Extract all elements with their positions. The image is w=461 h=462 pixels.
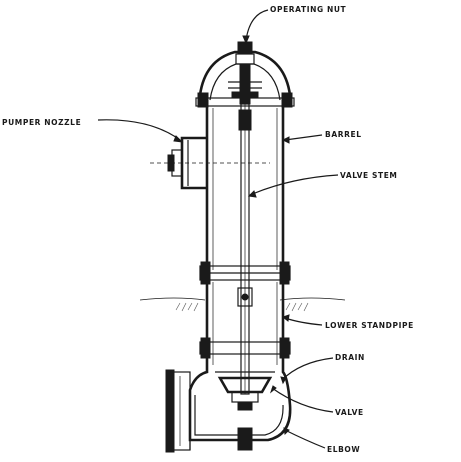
leader-lines (97, 9, 339, 449)
label-valve-stem: VALVE STEM (340, 171, 398, 180)
ground-line (139, 297, 346, 312)
valve-stem (237, 103, 253, 395)
elbow (165, 365, 292, 453)
label-pumper-nozzle: PUMPER NOZZLE (2, 118, 81, 127)
label-drain: DRAIN (335, 353, 365, 362)
main-valve (215, 371, 275, 411)
label-operating-nut: OPERATING NUT (270, 5, 347, 14)
label-elbow: ELBOW (327, 445, 360, 454)
pumper-nozzle (150, 136, 270, 190)
label-barrel: BARREL (325, 130, 362, 139)
label-valve: VALVE (335, 408, 364, 417)
label-lower-standpipe: LOWER STANDPIPE (325, 321, 414, 330)
